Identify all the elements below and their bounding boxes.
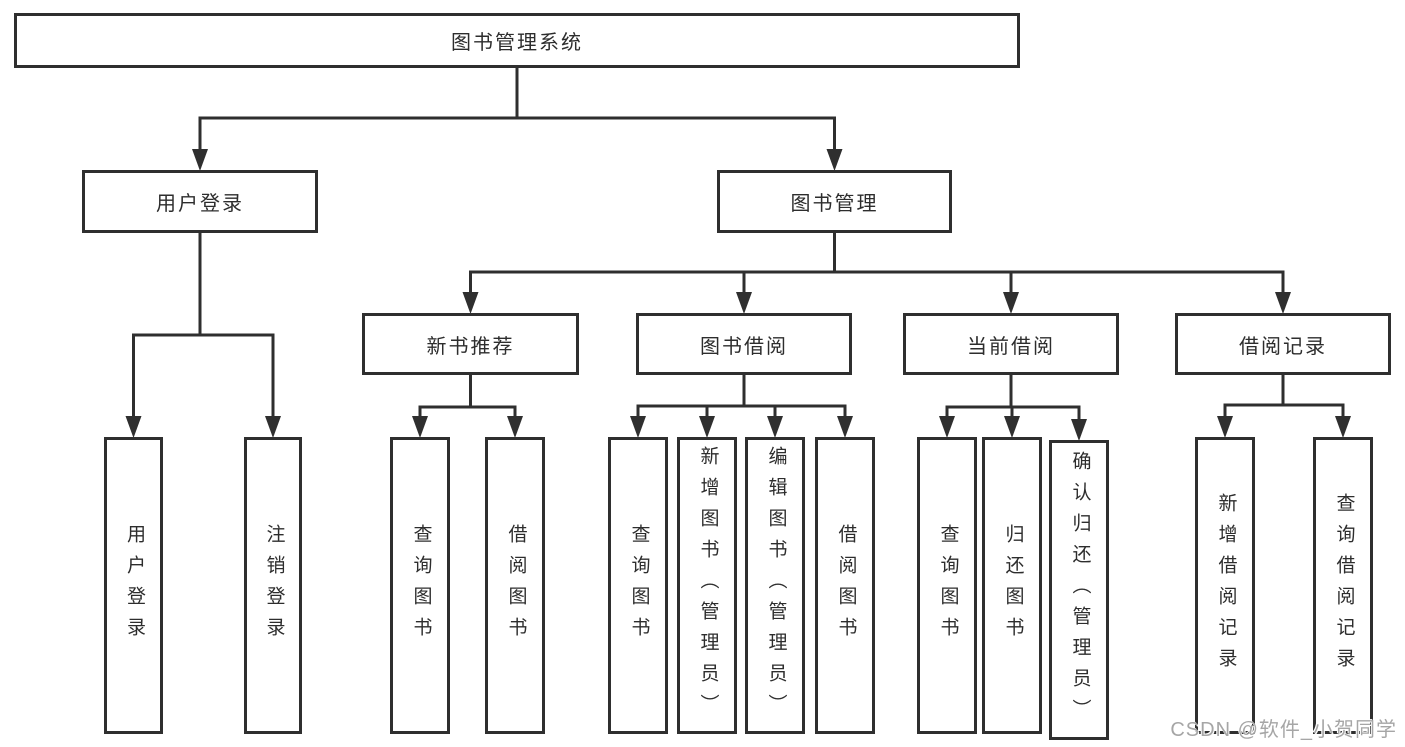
arrowhead-icon (462, 292, 479, 314)
node-label-leaf-return-book: 归还图书 (1002, 523, 1024, 648)
diagram-node-leaf-borrow-book-a: 借阅图书 (485, 437, 545, 734)
arrowhead-icon (412, 416, 428, 438)
arrowhead-icon (192, 149, 208, 171)
node-label-leaf-search-book-b: 查询图书 (628, 523, 650, 648)
node-label-leaf-borrow-book-b: 借阅图书 (835, 523, 857, 648)
diagram-node-new-book-rec: 新书推荐 (362, 313, 579, 375)
node-label-book-borrow: 图书借阅 (700, 335, 788, 358)
node-label-leaf-logout: 注销登录 (263, 523, 285, 648)
node-label-leaf-search-record: 查询借阅记录 (1333, 492, 1355, 679)
diagram-node-leaf-add-record: 新增借阅记录 (1195, 437, 1255, 734)
arrowhead-icon (939, 416, 955, 438)
node-label-leaf-search-book-a: 查询图书 (410, 523, 432, 648)
diagram-node-book-mgmt: 图书管理 (717, 170, 952, 233)
arrowhead-icon (1004, 416, 1020, 438)
diagram-node-leaf-logout: 注销登录 (244, 437, 302, 734)
node-label-leaf-search-book-c: 查询图书 (937, 523, 959, 648)
node-label-leaf-edit-book: 编辑图书（管理员） (765, 446, 787, 725)
node-label-current-borrow: 当前借阅 (967, 335, 1055, 358)
diagram-node-leaf-search-record: 查询借阅记录 (1313, 437, 1373, 734)
diagram-node-user-login: 用户登录 (82, 170, 318, 233)
node-label-leaf-add-record: 新增借阅记录 (1215, 492, 1237, 679)
diagram-node-leaf-borrow-book-b: 借阅图书 (815, 437, 875, 734)
arrowhead-icon (837, 416, 853, 438)
node-label-book-mgmt: 图书管理 (790, 193, 879, 215)
arrowhead-icon (265, 416, 281, 438)
diagram-node-root: 图书管理系统 (14, 13, 1020, 68)
diagram-node-leaf-search-book-a: 查询图书 (390, 437, 450, 734)
diagram-node-borrow-records: 借阅记录 (1175, 313, 1391, 375)
diagram-node-leaf-return-book: 归还图书 (982, 437, 1042, 734)
diagram-node-leaf-edit-book: 编辑图书（管理员） (745, 437, 805, 734)
diagram-node-leaf-add-book: 新增图书（管理员） (677, 437, 737, 734)
arrowhead-icon (767, 416, 783, 438)
arrowhead-icon (1071, 419, 1087, 441)
diagram-node-current-borrow: 当前借阅 (903, 313, 1119, 375)
node-label-leaf-user-login: 用户登录 (123, 523, 145, 648)
arrowhead-icon (826, 149, 843, 171)
node-label-leaf-borrow-book-a: 借阅图书 (505, 523, 527, 648)
arrowhead-icon (507, 416, 523, 438)
arrowhead-icon (1217, 416, 1233, 438)
arrowhead-icon (630, 416, 646, 438)
node-label-leaf-add-book: 新增图书（管理员） (697, 446, 719, 725)
watermark-text: CSDN @软件_小贺同学 (1170, 719, 1397, 741)
arrowhead-icon (736, 292, 752, 314)
diagram-node-leaf-confirm-return: 确认归还（管理员） (1049, 440, 1109, 740)
diagram-node-leaf-user-login: 用户登录 (104, 437, 163, 734)
arrowhead-icon (1275, 292, 1291, 314)
arrowhead-icon (699, 416, 715, 438)
diagram-node-leaf-search-book-b: 查询图书 (608, 437, 668, 734)
arrowhead-icon (1335, 416, 1351, 438)
node-label-root: 图书管理系统 (451, 32, 583, 54)
node-label-new-book-rec: 新书推荐 (426, 335, 515, 358)
diagram-node-leaf-search-book-c: 查询图书 (917, 437, 977, 734)
node-label-borrow-records: 借阅记录 (1239, 335, 1327, 358)
node-label-user-login: 用户登录 (156, 193, 244, 215)
node-label-leaf-confirm-return: 确认归还（管理员） (1069, 450, 1091, 730)
arrowhead-icon (125, 416, 142, 438)
diagram-node-book-borrow: 图书借阅 (636, 313, 852, 375)
arrowhead-icon (1003, 292, 1019, 314)
